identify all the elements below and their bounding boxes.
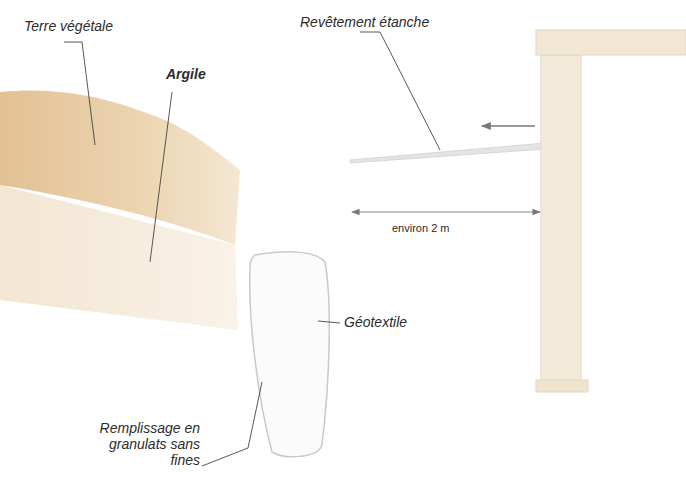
wall-footing xyxy=(536,380,588,392)
leader-line xyxy=(318,321,340,323)
leader-line xyxy=(150,92,172,262)
leader-line xyxy=(360,32,440,150)
dimension-label: environ 2 m xyxy=(392,222,449,235)
dimension-line xyxy=(352,211,540,212)
leader-lines xyxy=(64,32,440,466)
layer-label: Argile xyxy=(166,66,206,82)
leader-line xyxy=(202,382,262,466)
part-label: Revêtement étanche xyxy=(300,14,429,30)
slope-arrow xyxy=(482,125,535,126)
waterproof-pavement xyxy=(350,143,545,163)
wall xyxy=(541,55,581,385)
leader-line xyxy=(64,42,95,145)
geotextile-trench xyxy=(250,252,330,457)
layer-label: Terre végétale xyxy=(24,18,113,34)
part-label: Remplissage en granulats sans fines xyxy=(80,420,200,468)
wall-slab xyxy=(536,30,686,55)
topsoil-layer xyxy=(0,90,240,245)
part-label: Géotextile xyxy=(344,314,407,330)
